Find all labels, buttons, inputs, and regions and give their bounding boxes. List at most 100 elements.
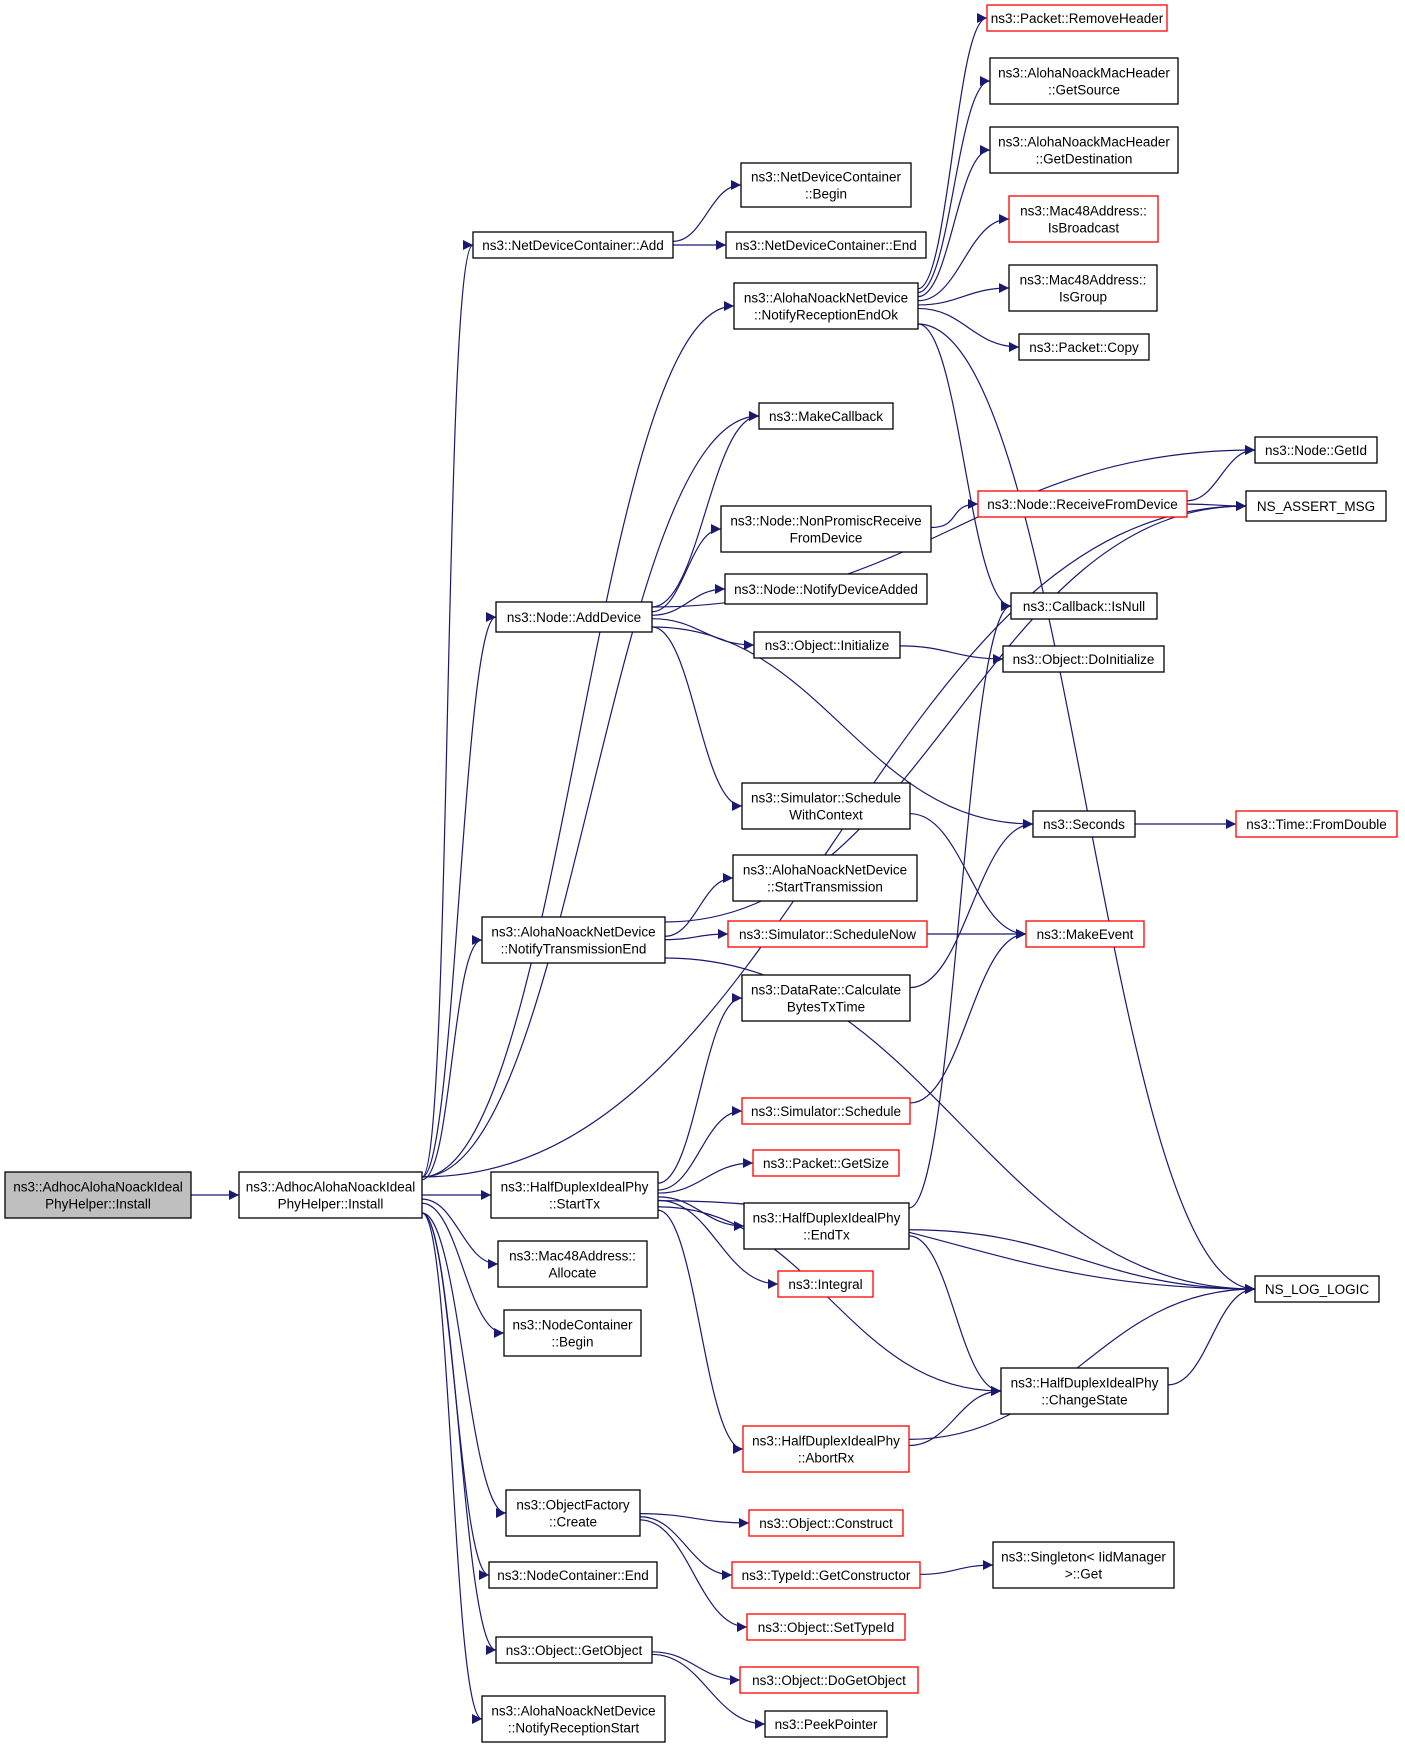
edge-notify_rx_ok-to-get_dest <box>917 145 991 298</box>
node-packet-copy[interactable]: ns3::Packet::Copy <box>1018 333 1150 361</box>
node-box <box>742 1425 910 1473</box>
node-box <box>1008 264 1158 312</box>
node-hd-endtx[interactable]: ns3::HalfDuplexIdealPhy::EndTx <box>743 1202 910 1250</box>
node-nc-begin[interactable]: ns3::NodeContainer::Begin <box>503 1309 642 1357</box>
node-recv-from-dev[interactable]: ns3::Node::ReceiveFromDevice <box>977 490 1188 518</box>
node-seconds[interactable]: ns3::Seconds <box>1032 810 1136 838</box>
node-make-callback[interactable]: ns3::MakeCallback <box>758 402 894 430</box>
node-peek-ptr[interactable]: ns3::PeekPointer <box>764 1710 888 1738</box>
node-box <box>4 1171 192 1219</box>
node-obj-construct[interactable]: ns3::Object::Construct <box>748 1509 904 1537</box>
node-box <box>743 1202 910 1250</box>
edge-recv_from_dev-to-node_getid <box>1186 445 1256 502</box>
edge-get_ctor-to-singleton <box>919 1560 994 1575</box>
node-add-device[interactable]: ns3::Node::AddDevice <box>495 601 653 633</box>
node-from-double[interactable]: ns3::Time::FromDouble <box>1235 810 1398 838</box>
node-of-create[interactable]: ns3::ObjectFactory::Create <box>505 1489 641 1537</box>
edge-notify_rx_ok-to-packet_copy <box>917 307 1020 352</box>
node-box <box>1245 490 1387 522</box>
node-label: ns3::NetDeviceContainer <box>751 170 902 185</box>
node-label: ns3::Object::DoInitialize <box>1013 652 1155 667</box>
node-label: ns3::Mac48Address:: <box>1020 273 1147 288</box>
node-obj-init[interactable]: ns3::Object::Initialize <box>753 631 901 659</box>
edge-install-to-of_create <box>421 1212 507 1518</box>
node-box <box>1002 645 1165 673</box>
node-label: ns3::Object::DoGetObject <box>752 1673 906 1688</box>
node-node-getid[interactable]: ns3::Node::GetId <box>1254 436 1378 464</box>
nodes-layer: ns3::AdhocAlohaNoackIdealPhyHelper::Inst… <box>4 4 1398 1743</box>
node-label: ns3::Node::ReceiveFromDevice <box>987 497 1178 512</box>
node-box <box>740 162 912 208</box>
edge-add_device-to-nonpromisc <box>651 524 722 613</box>
node-ndc-add[interactable]: ns3::NetDeviceContainer::Add <box>472 231 674 259</box>
node-abort-rx[interactable]: ns3::HalfDuplexIdealPhy::AbortRx <box>742 1425 910 1473</box>
node-label: ns3::Node::NonPromiscReceive <box>730 514 921 529</box>
edge-notify_rx_ok-to-remove_header <box>917 13 988 290</box>
node-label: ns3::Integral <box>788 1277 862 1292</box>
node-label: ::GetDestination <box>1036 152 1133 167</box>
node-notify-tx-end[interactable]: ns3::AlohaNoackNetDevice::NotifyTransmis… <box>481 916 666 964</box>
node-notify-rx-start[interactable]: ns3::AlohaNoackNetDevice::NotifyReceptio… <box>481 1695 666 1743</box>
node-ndc-begin[interactable]: ns3::NetDeviceContainer::Begin <box>740 162 912 208</box>
node-box <box>1235 810 1398 838</box>
node-box <box>753 631 901 659</box>
edge-notify_rx_ok-to-is_broadcast <box>917 214 1010 302</box>
node-get-ctor[interactable]: ns3::TypeId::GetConstructor <box>731 1561 921 1589</box>
node-label: ::Begin <box>805 187 847 202</box>
node-ns-log[interactable]: NS_LOG_LOGIC <box>1254 1275 1380 1303</box>
node-label: >::Get <box>1065 1567 1102 1582</box>
node-label: BytesTxTime <box>787 1000 865 1015</box>
node-remove-header[interactable]: ns3::Packet::RemoveHeader <box>986 4 1168 32</box>
node-label: ns3::Simulator::ScheduleNow <box>739 927 916 942</box>
node-install[interactable]: ns3::AdhocAlohaNoackIdealPhyHelper::Inst… <box>238 1171 423 1219</box>
node-label: ns3::Packet::GetSize <box>763 1156 889 1171</box>
node-label: ns3::AlohaNoackNetDevice <box>744 291 908 306</box>
node-box <box>488 1561 658 1589</box>
node-label: ns3::Object::GetObject <box>506 1643 643 1658</box>
node-ndc-end[interactable]: ns3::NetDeviceContainer::End <box>725 231 927 259</box>
node-label: ns3::DataRate::Calculate <box>751 983 901 998</box>
node-sched-now[interactable]: ns3::Simulator::ScheduleNow <box>727 920 928 948</box>
node-obj-doinit[interactable]: ns3::Object::DoInitialize <box>1002 645 1165 673</box>
node-notify-dev-added[interactable]: ns3::Node::NotifyDeviceAdded <box>724 573 928 605</box>
node-get-dest[interactable]: ns3::AlohaNoackMacHeader::GetDestination <box>989 126 1179 174</box>
node-singleton[interactable]: ns3::Singleton< IidManager>::Get <box>992 1541 1175 1589</box>
node-ns-assert[interactable]: NS_ASSERT_MSG <box>1245 490 1387 522</box>
edge-notify_rx_ok-to-is_group <box>917 283 1010 306</box>
edge-notify_rx_ok-to-cb_isnull <box>917 323 1012 611</box>
edge-hd_starttx-to-abort_rx <box>657 1209 744 1454</box>
node-label: ::EndTx <box>803 1228 850 1243</box>
node-sim-schedule[interactable]: ns3::Simulator::Schedule <box>741 1097 911 1125</box>
edge-notify_tx_end-to-sched_now <box>664 929 729 941</box>
node-root: ns3::AdhocAlohaNoackIdealPhyHelper::Inst… <box>4 1171 192 1219</box>
node-set-typeid[interactable]: ns3::Object::SetTypeId <box>746 1613 906 1641</box>
node-start-tx[interactable]: ns3::AlohaNoackNetDevice::StartTransmiss… <box>732 854 918 902</box>
node-box <box>472 231 674 259</box>
node-hd-starttx[interactable]: ns3::HalfDuplexIdealPhy::StartTx <box>490 1171 659 1219</box>
node-mac-alloc[interactable]: ns3::Mac48Address::Allocate <box>497 1240 648 1288</box>
edge-hd_endtx-to-change_state <box>908 1235 1002 1396</box>
node-change-state[interactable]: ns3::HalfDuplexIdealPhy::ChangeState <box>1000 1367 1169 1415</box>
node-pkt-getsize[interactable]: ns3::Packet::GetSize <box>752 1149 900 1177</box>
node-nc-end[interactable]: ns3::NodeContainer::End <box>488 1561 658 1589</box>
node-is-broadcast[interactable]: ns3::Mac48Address::IsBroadcast <box>1008 195 1159 243</box>
node-box <box>1032 810 1136 838</box>
node-box <box>490 1171 659 1219</box>
node-notify-rx-ok[interactable]: ns3::AlohaNoackNetDevice::NotifyReceptio… <box>733 282 919 330</box>
node-is-group[interactable]: ns3::Mac48Address::IsGroup <box>1008 264 1158 312</box>
node-do-getobj[interactable]: ns3::Object::DoGetObject <box>739 1666 919 1694</box>
node-integral[interactable]: ns3::Integral <box>777 1270 874 1298</box>
node-box <box>1254 1275 1380 1303</box>
node-get-object[interactable]: ns3::Object::GetObject <box>495 1636 653 1664</box>
edge-of_create-to-get_ctor <box>639 1516 733 1580</box>
node-make-event[interactable]: ns3::MakeEvent <box>1025 920 1145 948</box>
node-label: ns3::Node::AddDevice <box>507 610 641 625</box>
edge-hd_endtx-to-ns_log <box>908 1229 1256 1294</box>
edge-install-to-mac_alloc <box>421 1198 499 1269</box>
node-cb-isnull[interactable]: ns3::Callback::IsNull <box>1010 592 1158 620</box>
node-box <box>505 1489 641 1537</box>
node-get-source[interactable]: ns3::AlohaNoackMacHeader::GetSource <box>989 57 1179 105</box>
